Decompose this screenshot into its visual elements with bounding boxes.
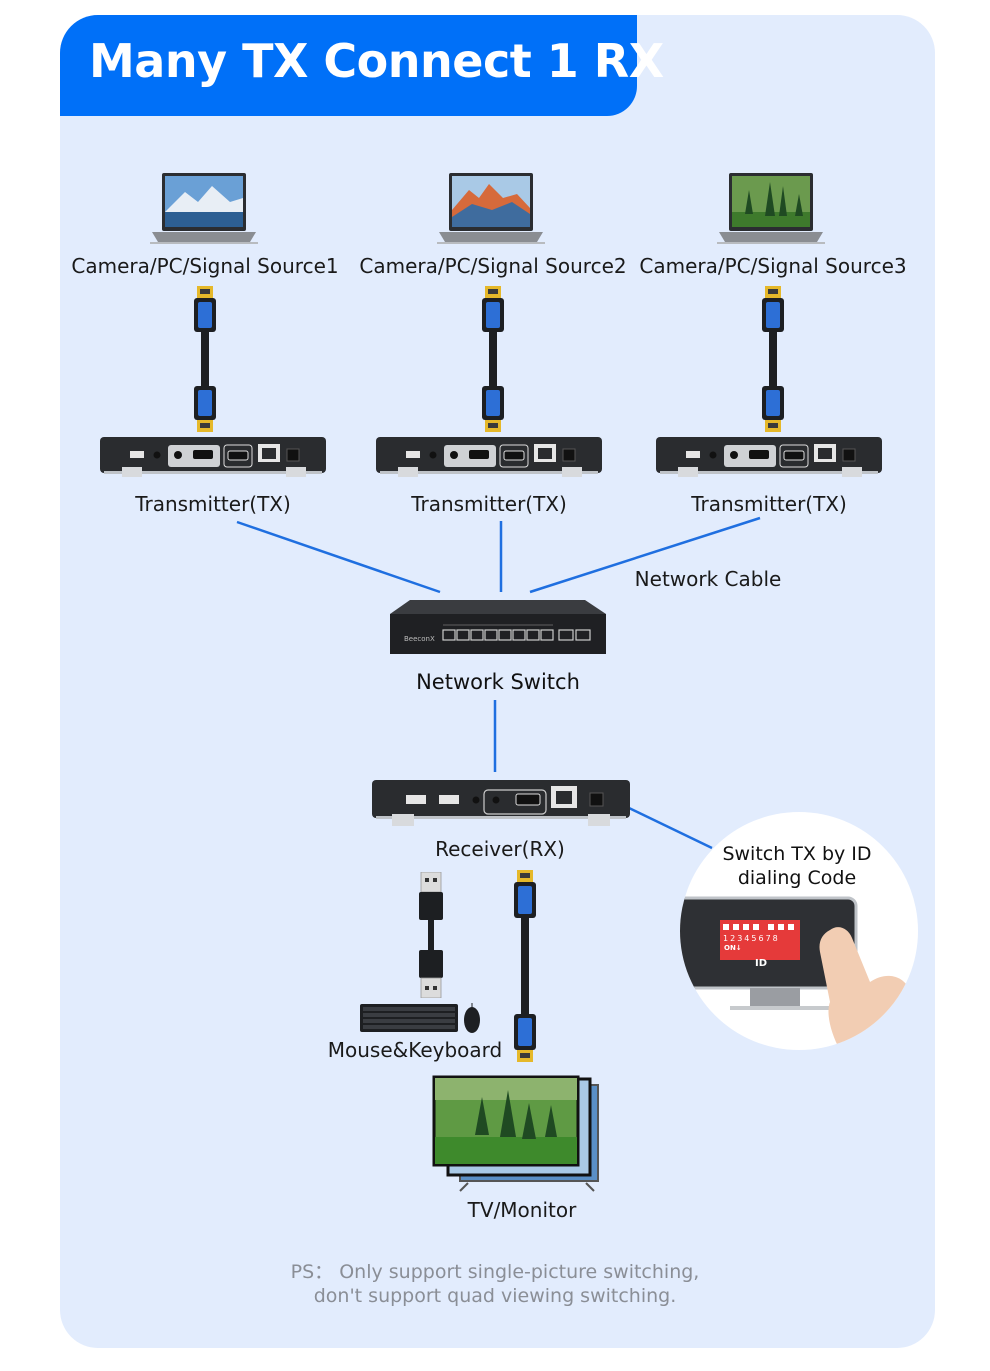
- title-banner: [60, 15, 637, 116]
- callout-text: Switch TX by ID dialing Code: [722, 842, 871, 890]
- network-cable-label: Network Cable: [634, 567, 782, 591]
- source-label-3: Camera/PC/Signal Source3: [639, 254, 907, 278]
- tv-monitor-icon: [432, 1075, 599, 1192]
- id-label: ID: [755, 958, 768, 969]
- dip-number: 4: [744, 934, 752, 943]
- page-title: Many TX Connect 1 RX: [89, 34, 664, 88]
- footnote-line-2: don't support quad viewing switching.: [313, 1285, 677, 1307]
- hdmi-cable-icon: [194, 286, 216, 432]
- transmitter-label-2: Transmitter(TX): [411, 492, 567, 516]
- dip-on-label: ON↓: [724, 944, 742, 952]
- footnote-line-1: PS： Only support single-picture switchin…: [290, 1261, 700, 1283]
- transmitter-device-icon: [656, 437, 882, 477]
- dip-number: 3: [737, 934, 745, 943]
- callout-line-1: Switch TX by ID: [722, 843, 872, 865]
- keyboard-icon: [360, 1004, 458, 1032]
- callout-line-2: dialing Code: [737, 867, 857, 889]
- transmitter-label-1: Transmitter(TX): [135, 492, 291, 516]
- laptop-icon: [150, 173, 258, 244]
- switch-brand-text: BeeconX: [404, 635, 435, 643]
- hdmi-cable-icon: [514, 870, 536, 1062]
- laptop-icon: [437, 173, 545, 244]
- transmitter-device-icon: [100, 437, 326, 477]
- usb-cable-icon: [419, 872, 443, 998]
- footnote: PS： Only support single-picture switchin…: [291, 1260, 700, 1308]
- network-cable-line-3: [529, 516, 761, 594]
- receiver-label: Receiver(RX): [435, 837, 565, 861]
- dip-number: 5: [751, 934, 759, 943]
- transmitter-label-3: Transmitter(TX): [691, 492, 847, 516]
- mouse-keyboard-label: Mouse&Keyboard: [327, 1038, 503, 1062]
- laptop-icon: [717, 173, 825, 244]
- network-switch-label: Network Switch: [416, 670, 580, 694]
- dip-number: 8: [772, 934, 780, 943]
- receiver-device-icon: [372, 780, 630, 826]
- dip-number: 1: [723, 934, 731, 943]
- dip-switch-callout: [680, 812, 918, 1050]
- hdmi-cable-icon: [762, 286, 784, 432]
- dip-number: 7: [765, 934, 773, 943]
- hdmi-cable-icon: [482, 286, 504, 432]
- source-label-2: Camera/PC/Signal Source2: [359, 254, 627, 278]
- dip-numbers: 12345678: [723, 934, 780, 943]
- dip-number: 6: [758, 934, 766, 943]
- transmitter-device-icon: [376, 437, 602, 477]
- source-label-1: Camera/PC/Signal Source1: [71, 254, 339, 278]
- mouse-icon: [464, 1003, 480, 1033]
- callout-line: [628, 806, 713, 850]
- network-cable-line-1: [236, 520, 441, 594]
- dip-number: 2: [730, 934, 738, 943]
- network-switch-icon: BeeconX: [390, 600, 606, 654]
- tv-monitor-label: TV/Monitor: [467, 1198, 577, 1222]
